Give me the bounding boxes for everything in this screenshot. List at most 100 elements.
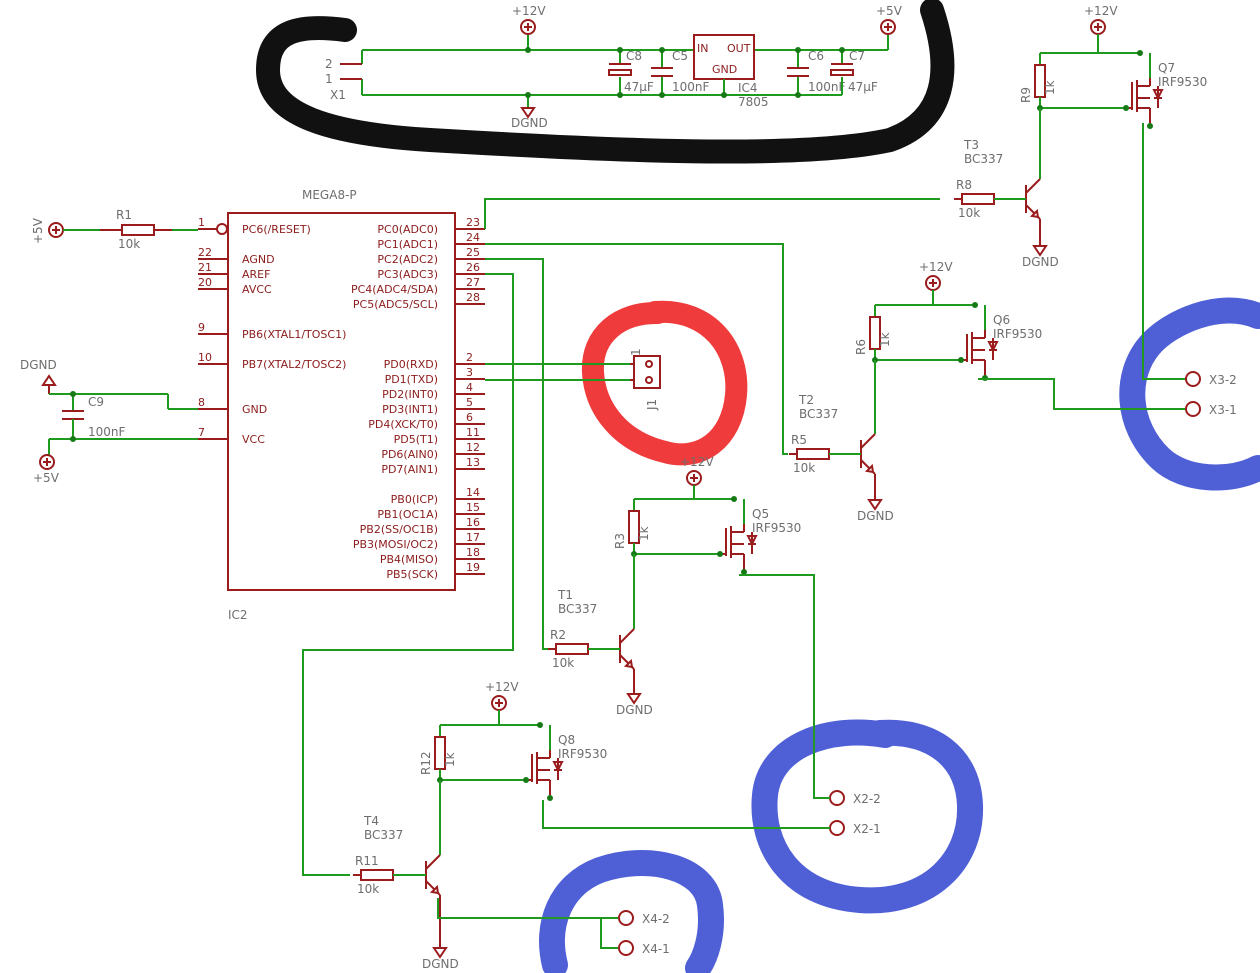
- mosfet-value: IRF9530: [1158, 75, 1207, 89]
- c9-value: 100nF: [88, 425, 126, 439]
- mcu-pin-label: AREF: [242, 268, 270, 281]
- transistor-value: BC337: [364, 828, 403, 842]
- mcu-pin-number: 5: [466, 396, 473, 409]
- mcu-pin-label: PB7(XTAL2/TOSC2): [242, 358, 346, 371]
- dgnd-ground-icon: [867, 499, 883, 511]
- r1-name: R1: [116, 208, 132, 222]
- mosfet-value: IRF9530: [558, 747, 607, 761]
- p12-label: +12V: [485, 680, 519, 694]
- mcu-pin-label: PB5(SCK): [386, 568, 438, 581]
- dgnd-label: DGND: [511, 116, 548, 130]
- pullup-name: R9: [1019, 87, 1033, 103]
- mcu-pin-number: 26: [466, 261, 480, 274]
- base-resistor-name: R11: [355, 854, 379, 868]
- mcu-pin-number: 24: [466, 231, 480, 244]
- mcu-pin-number: 15: [466, 501, 480, 514]
- c8-capacitor: [608, 69, 632, 76]
- mcu-pin-number: 7: [198, 426, 205, 439]
- p12-label: +12V: [680, 455, 714, 469]
- mcu-pin-label: PB6(XTAL1/TOSC1): [242, 328, 346, 341]
- mcu-pin-number: 10: [198, 351, 212, 364]
- mcu-pin-number: 17: [466, 531, 480, 544]
- transistor-value: BC337: [799, 407, 838, 421]
- mcu-pin-label: PC5(ADC5/SCL): [353, 298, 438, 311]
- mcu-pin-label: VCC: [242, 433, 265, 446]
- dgnd-ground-icon-left: [41, 374, 57, 386]
- mcu-pin-number: 3: [466, 366, 473, 379]
- c9-decoupling: DGND +5V C9 100nF: [20, 358, 198, 485]
- p5-label-left: +5V: [31, 217, 45, 244]
- mcu-pin-number: 12: [466, 441, 480, 454]
- r1-value: 10k: [118, 237, 140, 251]
- mcu-ic2: MEGA8-P IC2 1PC6(/RESET)22AGND21AREF20AV…: [198, 188, 485, 622]
- x1-pin-2: 2: [325, 57, 333, 71]
- blue-marker-loop-x2: [751, 719, 984, 914]
- pullup-value: 1k: [1043, 80, 1057, 95]
- mosfet-value: IRF9530: [993, 327, 1042, 341]
- mcu-pin-number: 27: [466, 276, 480, 289]
- mcu-pin-label: PB2(SS/OC1B): [360, 523, 438, 536]
- output-terminal-x2-1: X2-1: [829, 820, 881, 836]
- mcu-pin-label: PD3(INT1): [382, 403, 438, 416]
- c6-value: 100nF: [808, 80, 846, 94]
- mcu-pin-label: PC2(ADC2): [377, 253, 438, 266]
- power-supply-section: 2 1 X1 +12V DGND C8 47µF C5 100nF IN OUT…: [325, 4, 903, 130]
- x1-label: X1: [330, 88, 346, 102]
- mcu-pin-label: AVCC: [242, 283, 272, 296]
- dgnd-label: DGND: [857, 509, 894, 523]
- base-resistor-name: R8: [956, 178, 972, 192]
- j1-pin-1: 1: [629, 348, 643, 356]
- p5-label-bottom: +5V: [33, 471, 60, 485]
- base-resistor: [796, 448, 830, 460]
- x1-pin-1: 1: [325, 72, 333, 86]
- mcu-pin-number: 4: [466, 381, 473, 394]
- blue-marker-loop-x3: [1119, 297, 1260, 491]
- c5-name: C5: [672, 49, 688, 63]
- mcu-pin-label: PD6(AIN0): [381, 448, 438, 461]
- output-routes: [437, 123, 1185, 949]
- c8-value: 47µF: [624, 80, 654, 94]
- j1-header: 1 J1: [485, 348, 661, 411]
- output-terminal-x4-2: X4-2: [618, 910, 670, 926]
- dgnd-label-left: DGND: [20, 358, 57, 372]
- output-label: X2-2: [853, 792, 881, 806]
- r1-resistor: [121, 224, 155, 236]
- transistor-name: T4: [363, 814, 379, 828]
- red-marker-loop: [581, 300, 748, 466]
- mcu-pin-label: PC4(ADC4/SDA): [351, 283, 438, 296]
- output-terminal-x4-1: X4-1: [618, 940, 670, 956]
- mcu-pin-number: 20: [198, 276, 212, 289]
- mcu-pin-label: PC0(ADC0): [377, 223, 438, 236]
- base-resistor-value: 10k: [958, 206, 980, 220]
- mcu-pin-label: PD7(AIN1): [381, 463, 438, 476]
- mcu-pin-number: 22: [198, 246, 212, 259]
- mcu-pin-number: 8: [198, 396, 205, 409]
- j1-name: J1: [645, 399, 659, 411]
- reg-gnd-label: GND: [712, 63, 737, 76]
- mcu-pin-number: 13: [466, 456, 480, 469]
- output-terminal-x2-2: X2-2: [829, 790, 881, 806]
- mcu-pin-label: PB3(MOSI/OC2): [353, 538, 438, 551]
- transistor-value: BC337: [964, 152, 1003, 166]
- mcu-title: MEGA8-P: [302, 188, 357, 202]
- pullup-name: R12: [419, 751, 433, 775]
- mcu-pin-number: 2: [466, 351, 473, 364]
- c7-name: C7: [849, 49, 865, 63]
- pullup-value: 1k: [878, 332, 892, 347]
- mcu-ref: IC2: [228, 608, 248, 622]
